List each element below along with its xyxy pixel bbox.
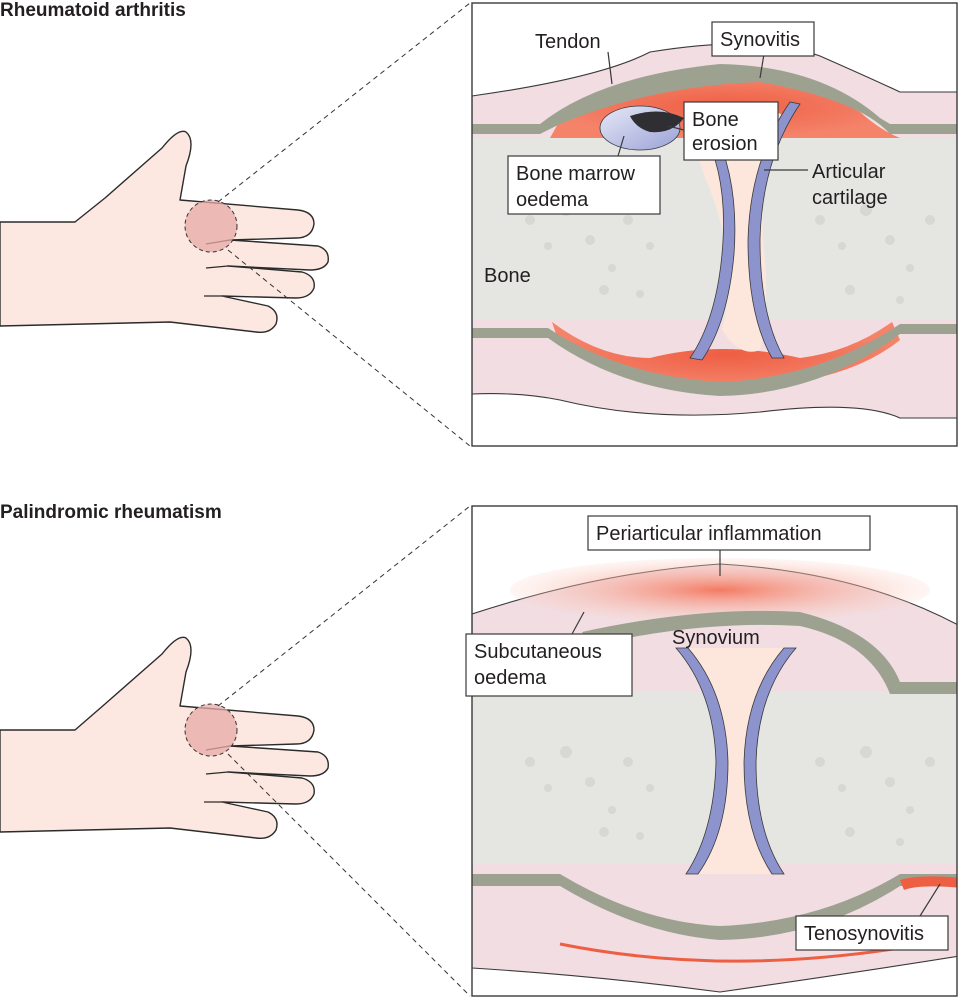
subcutaneous-inflammation-bottom — [559, 942, 901, 963]
label-subcutaneous-line2: oedema — [474, 667, 547, 689]
leader-marrow — [617, 135, 625, 157]
label-box-subcutaneous — [465, 633, 633, 697]
zoom-line-top — [217, 505, 471, 707]
articular-cartilage-left — [689, 115, 736, 361]
panel-title-ra: Rheumatoid arthritis — [0, 0, 186, 21]
label-bone: Bone — [484, 265, 531, 287]
zoom-line-top — [217, 2, 471, 203]
label-bone-marrow-line2: oedema — [516, 189, 589, 211]
label-cartilage-line2: cartilage — [812, 187, 888, 209]
label-bone-marrow-line1: Bone marrow — [516, 163, 635, 185]
leader-tendon — [607, 51, 613, 85]
label-box-bone-erosion — [683, 101, 779, 161]
rheumatoid-arthritis-panel: Rheumatoid arthritis — [0, 0, 961, 480]
palindromic-rheumatism-panel: Palindromic rheumatism — [0, 502, 961, 997]
joint-zoom-box: Periarticular inflammation Subcutaneous … — [465, 505, 958, 997]
hand-illustration-pr — [0, 636, 329, 840]
bone-texture — [525, 746, 935, 846]
zoom-line-bottom — [227, 753, 471, 997]
label-tenosynovitis: Tenosynovitis — [804, 923, 924, 945]
joint-zoom-box: Tendon Synovitis Bone erosion Bone marro… — [471, 2, 958, 447]
label-bone-erosion-line1: Bone — [692, 109, 739, 131]
pr-illustration: Periarticular inflammation Subcutaneous … — [0, 505, 958, 997]
label-subcutaneous-line1: Subcutaneous — [474, 641, 602, 663]
articular-cartilage-left — [675, 647, 729, 875]
articular-cartilage-right — [743, 647, 797, 875]
periarticular-inflammation — [510, 558, 930, 622]
joint-highlight-circle — [184, 703, 238, 757]
joint-space — [680, 648, 790, 874]
tendon-top — [582, 610, 957, 694]
label-box-synovitis — [711, 21, 815, 57]
label-box-bone-marrow-oedema — [507, 155, 661, 215]
articular-cartilage-right — [747, 101, 801, 359]
label-bone-erosion-line2: erosion — [692, 133, 758, 155]
bone-texture — [525, 204, 935, 304]
label-box-periarticular — [587, 515, 871, 551]
leader-synovitis — [759, 53, 765, 79]
label-periarticular-inflammation: Periarticular inflammation — [596, 523, 822, 545]
leader-subcutaneous — [571, 611, 585, 635]
label-synovium: Synovium — [672, 627, 760, 649]
label-synovitis: Synovitis — [720, 29, 800, 51]
label-tendon: Tendon — [535, 31, 601, 53]
label-box-tenosynovitis — [795, 915, 949, 951]
tenosynovitis-mark — [900, 876, 957, 890]
tendon-top — [472, 64, 957, 134]
zoom-line-bottom — [227, 249, 471, 447]
leader-tenosynovitis — [919, 883, 941, 917]
panel-title-pr: Palindromic rheumatism — [0, 502, 222, 523]
joint-highlight-circle — [184, 199, 238, 253]
ra-illustration: Tendon Synovitis Bone erosion Bone marro… — [0, 2, 958, 447]
label-cartilage-line1: Articular — [812, 161, 886, 183]
hand-illustration-ra — [0, 130, 329, 334]
leader-bone-erosion — [667, 125, 685, 131]
tendon-bottom — [472, 324, 957, 396]
